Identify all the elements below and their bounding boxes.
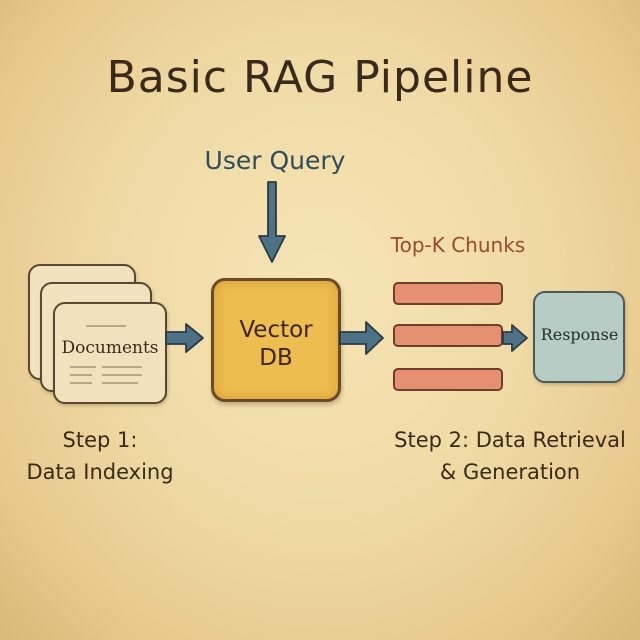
chunk-bar-3 [393, 368, 503, 391]
diagram-title: Basic RAG Pipeline [106, 52, 534, 103]
arrow-query-to-vector-db [258, 181, 286, 263]
documents-label: Documents [61, 338, 159, 358]
user-query-label: User Query [204, 146, 346, 175]
response-label: Response [540, 325, 619, 344]
document-text-line [102, 366, 142, 368]
step2-caption: Step 2: Data Retrieval & Generation [370, 424, 640, 488]
arrow-vector-db-to-chunks [339, 321, 384, 355]
vector-db-label: Vector DB [211, 316, 341, 372]
step1-title: Step 1: [62, 428, 138, 452]
arrow-documents-to-vector-db [165, 323, 204, 353]
document-text-line [86, 325, 126, 327]
document-text-line [70, 374, 92, 376]
top-k-chunks-label: Top-K Chunks [390, 233, 526, 257]
vector-db-label-line2: DB [259, 345, 293, 371]
vector-db-label-line1: Vector [239, 317, 313, 343]
vector-db-node [211, 278, 341, 402]
document-text-line [70, 382, 92, 384]
step2-title: Step 2: Data Retrieval [394, 428, 626, 452]
chunk-bar-1 [393, 282, 503, 305]
arrow-chunks-to-response [502, 324, 528, 352]
step1-subtitle: Data Indexing [26, 460, 174, 484]
document-text-line [102, 374, 142, 376]
response-node [533, 291, 625, 383]
document-text-line [102, 382, 138, 384]
document-page-front [53, 302, 167, 404]
document-text-line [70, 366, 96, 368]
step2-subtitle: & Generation [439, 460, 581, 484]
chunk-bar-2 [393, 324, 503, 347]
step1-caption: Step 1: Data Indexing [10, 424, 190, 488]
